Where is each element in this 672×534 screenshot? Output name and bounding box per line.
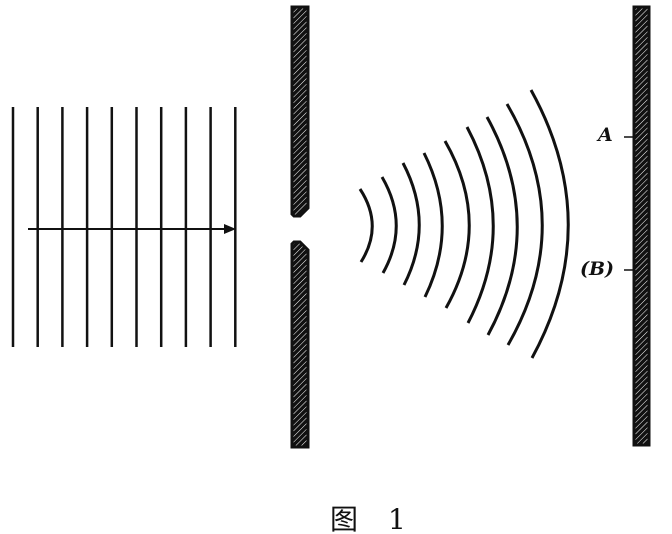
figure-number: 1 <box>388 503 406 534</box>
point-a-label: A <box>598 124 613 146</box>
diffracted-wavefront <box>485 116 519 336</box>
propagation-arrow <box>28 224 236 234</box>
diffracted-wavefront <box>358 188 374 263</box>
diffracted-wavefronts <box>358 89 570 359</box>
diffracted-wavefront <box>443 140 471 309</box>
plane-wavefronts <box>11 107 237 347</box>
diffracted-wavefront <box>529 89 570 359</box>
barrier-lower <box>290 240 310 449</box>
diffracted-wavefront <box>505 103 544 346</box>
diffracted-wavefront <box>422 152 444 298</box>
arrowhead-icon <box>224 224 236 234</box>
point-b-label: (B) <box>580 258 615 280</box>
diffracted-wavefront <box>465 126 495 324</box>
diffracted-wavefront <box>401 162 421 286</box>
figure-char: 图 <box>330 503 359 534</box>
diffracted-wavefront <box>380 176 398 274</box>
screen-wall <box>632 5 651 447</box>
barrier-upper <box>290 5 310 218</box>
slit-barrier <box>290 5 310 449</box>
